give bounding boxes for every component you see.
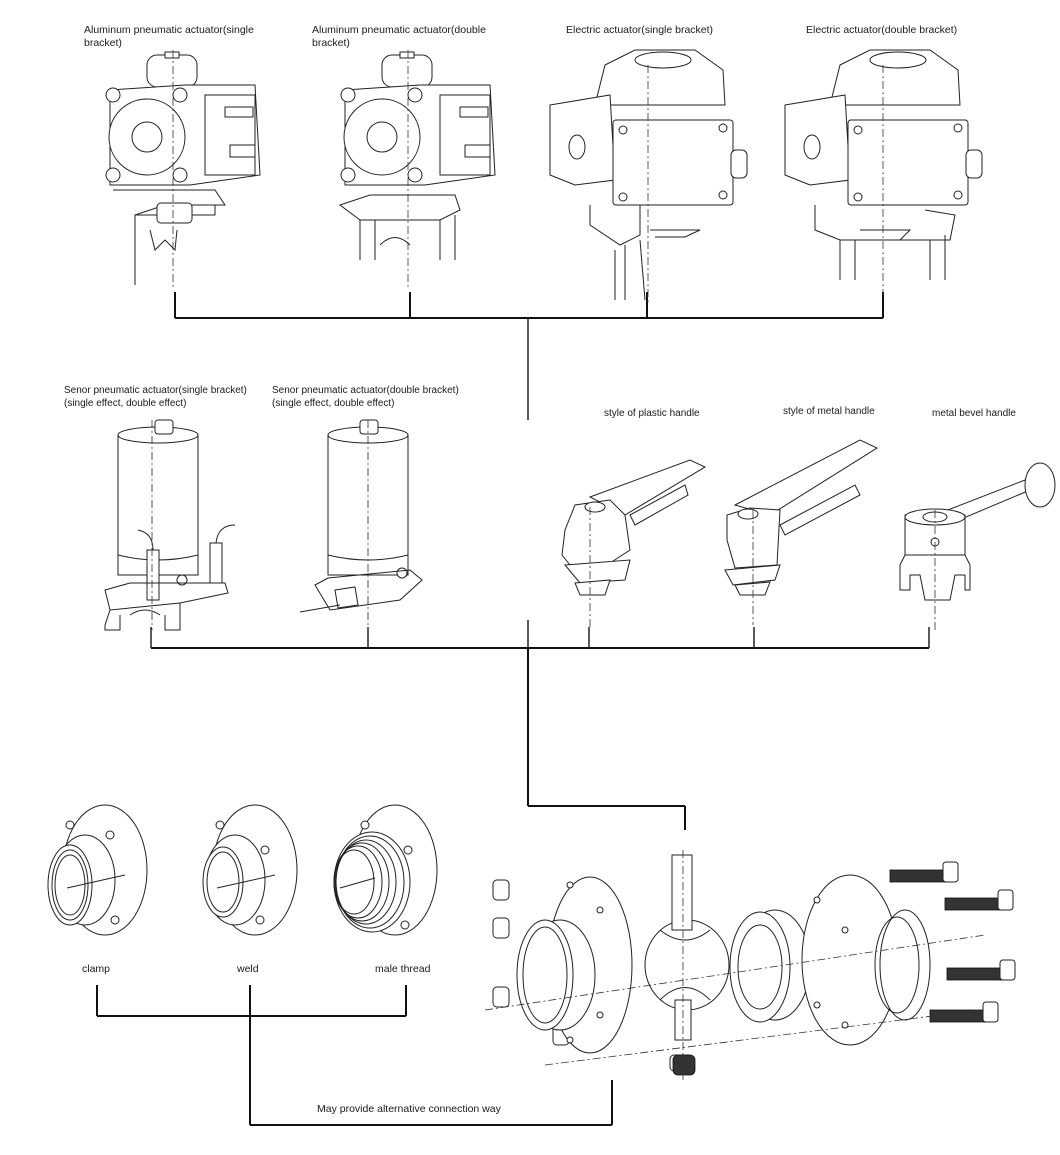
label-male-thread: male thread: [375, 963, 431, 975]
label-plastic-handle: style of plastic handle: [604, 408, 700, 419]
clamp-end-connection-icon: [47, 804, 148, 936]
electric-actuator-single-bracket-icon: [549, 49, 748, 305]
label-aluminum-pneumatic-single: Aluminum pneumatic actuator(single brack…: [84, 24, 254, 49]
note-alternative-connection: May provide alternative connection way: [317, 1103, 501, 1115]
aluminum-pneumatic-actuator-double-bracket-icon: [338, 50, 496, 290]
weld-end-connection-icon: [202, 804, 298, 936]
metal-handle-icon: [724, 439, 879, 625]
label-metal-handle: style of metal handle: [783, 406, 875, 417]
label-electric-double: Electric actuator(double bracket): [806, 24, 958, 36]
label-metal-bevel-handle: metal bevel handle: [932, 408, 1016, 419]
sensor-pneumatic-actuator-single-bracket-icon: [104, 419, 236, 631]
ball-valve-exploded-view-icon: [484, 850, 1016, 1080]
metal-bevel-handle-icon: [899, 462, 1056, 630]
label-aluminum-pneumatic-double: Aluminum pneumatic actuator(double brack…: [312, 24, 486, 49]
male-thread-end-connection-icon: [333, 804, 438, 936]
plastic-handle-icon: [561, 459, 707, 630]
label-clamp: clamp: [82, 963, 111, 975]
label-sensor-pneumatic-double: Senor pneumatic actuator(double bracket)…: [272, 385, 459, 409]
label-sensor-pneumatic-single: Senor pneumatic actuator(single bracket)…: [64, 385, 247, 409]
label-electric-single: Electric actuator(single bracket): [566, 24, 714, 36]
electric-actuator-double-bracket-icon: [784, 49, 983, 295]
sensor-pneumatic-actuator-double-bracket-icon: [299, 419, 423, 630]
aluminum-pneumatic-actuator-single-bracket-icon: [105, 50, 261, 290]
connector-lines: [96, 292, 930, 1126]
bolt-icon: [889, 861, 1016, 1023]
label-weld: weld: [237, 963, 259, 975]
